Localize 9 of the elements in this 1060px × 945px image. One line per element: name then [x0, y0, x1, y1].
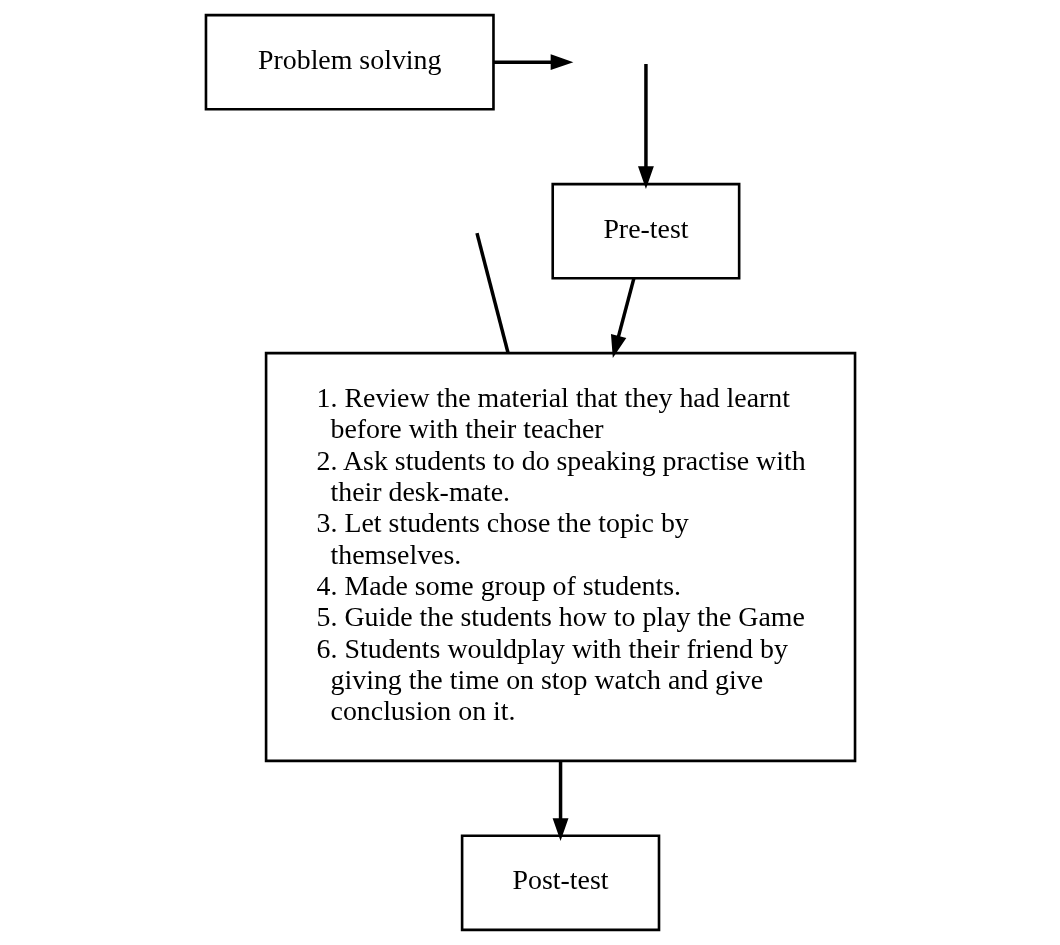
node-box: 1. Review the material that they had learnt before with their teacher 2. Ask students to do speaking practise with their desk-mate. 3. Let students chose the topic by themselves. 4. Made some group of students. 5. Guide the students how to play the Game 6. Students wouldplay with their friend by giving the time on stop watch and give conclusion on it. — [264, 351, 856, 763]
arrow — [552, 761, 568, 841]
arrow — [610, 277, 636, 358]
node-box: Pre-test — [550, 182, 740, 280]
arrow — [637, 64, 654, 189]
node-box: Problem solving — [204, 13, 495, 111]
node-box: Post-test — [460, 834, 660, 932]
arrow — [493, 54, 573, 71]
connector — [474, 232, 510, 354]
